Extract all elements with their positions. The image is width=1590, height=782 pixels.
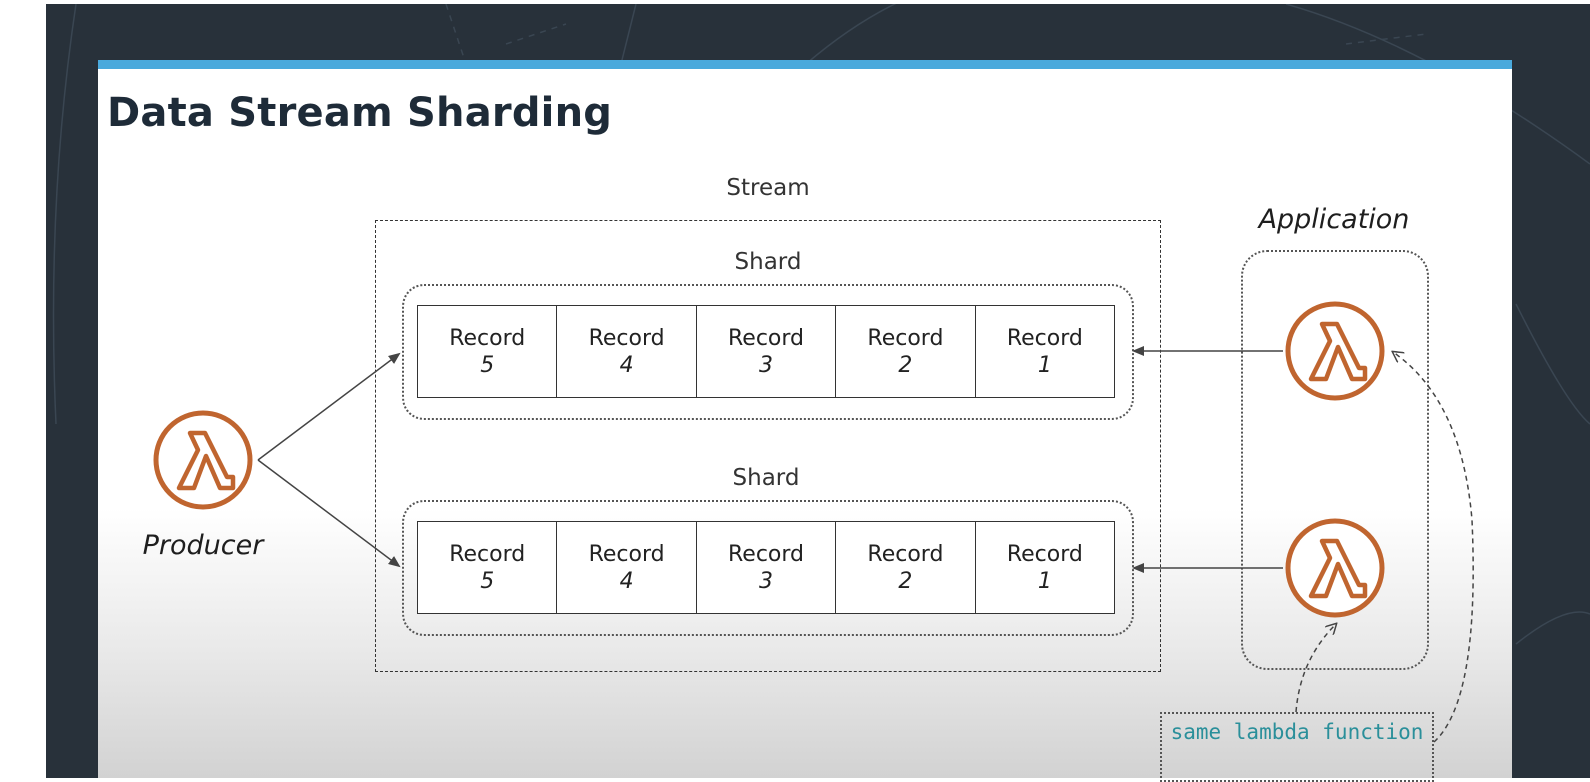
record-cell: Record 3 [697,522,837,613]
producer-lambda-icon [153,410,253,510]
record-cell: Record 5 [418,306,558,397]
left-margin [0,0,46,778]
record-label: Record [728,541,805,567]
shard-label: Shard [732,465,800,491]
record-number: 3 [759,352,774,378]
record-label: Record [867,325,944,351]
record-label: Record [588,541,665,567]
record-cell: Record 2 [836,522,976,613]
record-cell: Record 3 [697,306,837,397]
record-cell: Record 1 [976,306,1114,397]
record-cell: Record 2 [836,306,976,397]
same-lambda-note: same lambda function [1160,712,1434,782]
record-cell: Record 1 [976,522,1114,613]
record-number: 3 [759,568,774,594]
record-label: Record [1006,325,1083,351]
shard-records-row: Record 5 Record 4 Record 3 Record 2 Reco… [417,521,1115,614]
record-number: 5 [480,568,495,594]
record-cell: Record 4 [557,522,697,613]
shard-records-row: Record 5 Record 4 Record 3 Record 2 Reco… [417,305,1115,398]
application-label: Application [1258,204,1410,235]
producer-label: Producer [142,530,264,561]
consumer-lambda-icon [1285,518,1385,618]
record-number: 2 [898,568,913,594]
record-label: Record [1006,541,1083,567]
shard-label: Shard [734,249,802,275]
record-number: 4 [619,352,634,378]
record-number: 4 [619,568,634,594]
background-decoration [52,4,1590,645]
record-number: 5 [480,352,495,378]
record-label: Record [867,541,944,567]
consumer-lambda-icon [1285,301,1385,401]
record-number: 2 [898,352,913,378]
stream-label: Stream [726,175,810,201]
record-label: Record [728,325,805,351]
record-label: Record [588,325,665,351]
record-number: 1 [1037,352,1052,378]
record-label: Record [449,541,526,567]
slide-title: Data Stream Sharding [107,90,613,136]
record-number: 1 [1037,568,1052,594]
record-cell: Record 4 [557,306,697,397]
record-label: Record [449,325,526,351]
record-cell: Record 5 [418,522,558,613]
